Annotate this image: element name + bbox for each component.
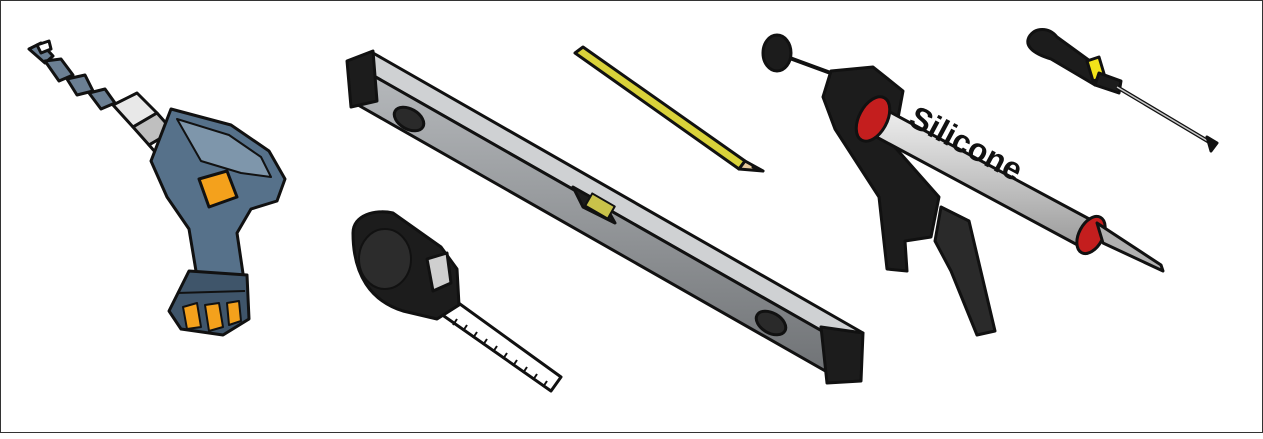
cartridge-nozzle bbox=[1095, 221, 1165, 273]
pencil-icon bbox=[573, 45, 765, 173]
gun-frame bbox=[821, 65, 941, 273]
screwdriver-handle bbox=[1026, 28, 1103, 87]
level-vial bbox=[571, 185, 617, 225]
tape-measure-icon bbox=[351, 210, 563, 393]
tape-blade bbox=[429, 297, 563, 393]
tape-lock bbox=[425, 251, 453, 293]
power-drill-icon bbox=[27, 39, 287, 337]
plunger-knob bbox=[761, 33, 793, 73]
drill-trigger bbox=[197, 169, 239, 209]
spirit-level-icon bbox=[345, 49, 865, 385]
screwdriver-icon bbox=[1026, 28, 1219, 153]
gun-trigger bbox=[933, 205, 997, 337]
drill-bit bbox=[27, 39, 117, 111]
